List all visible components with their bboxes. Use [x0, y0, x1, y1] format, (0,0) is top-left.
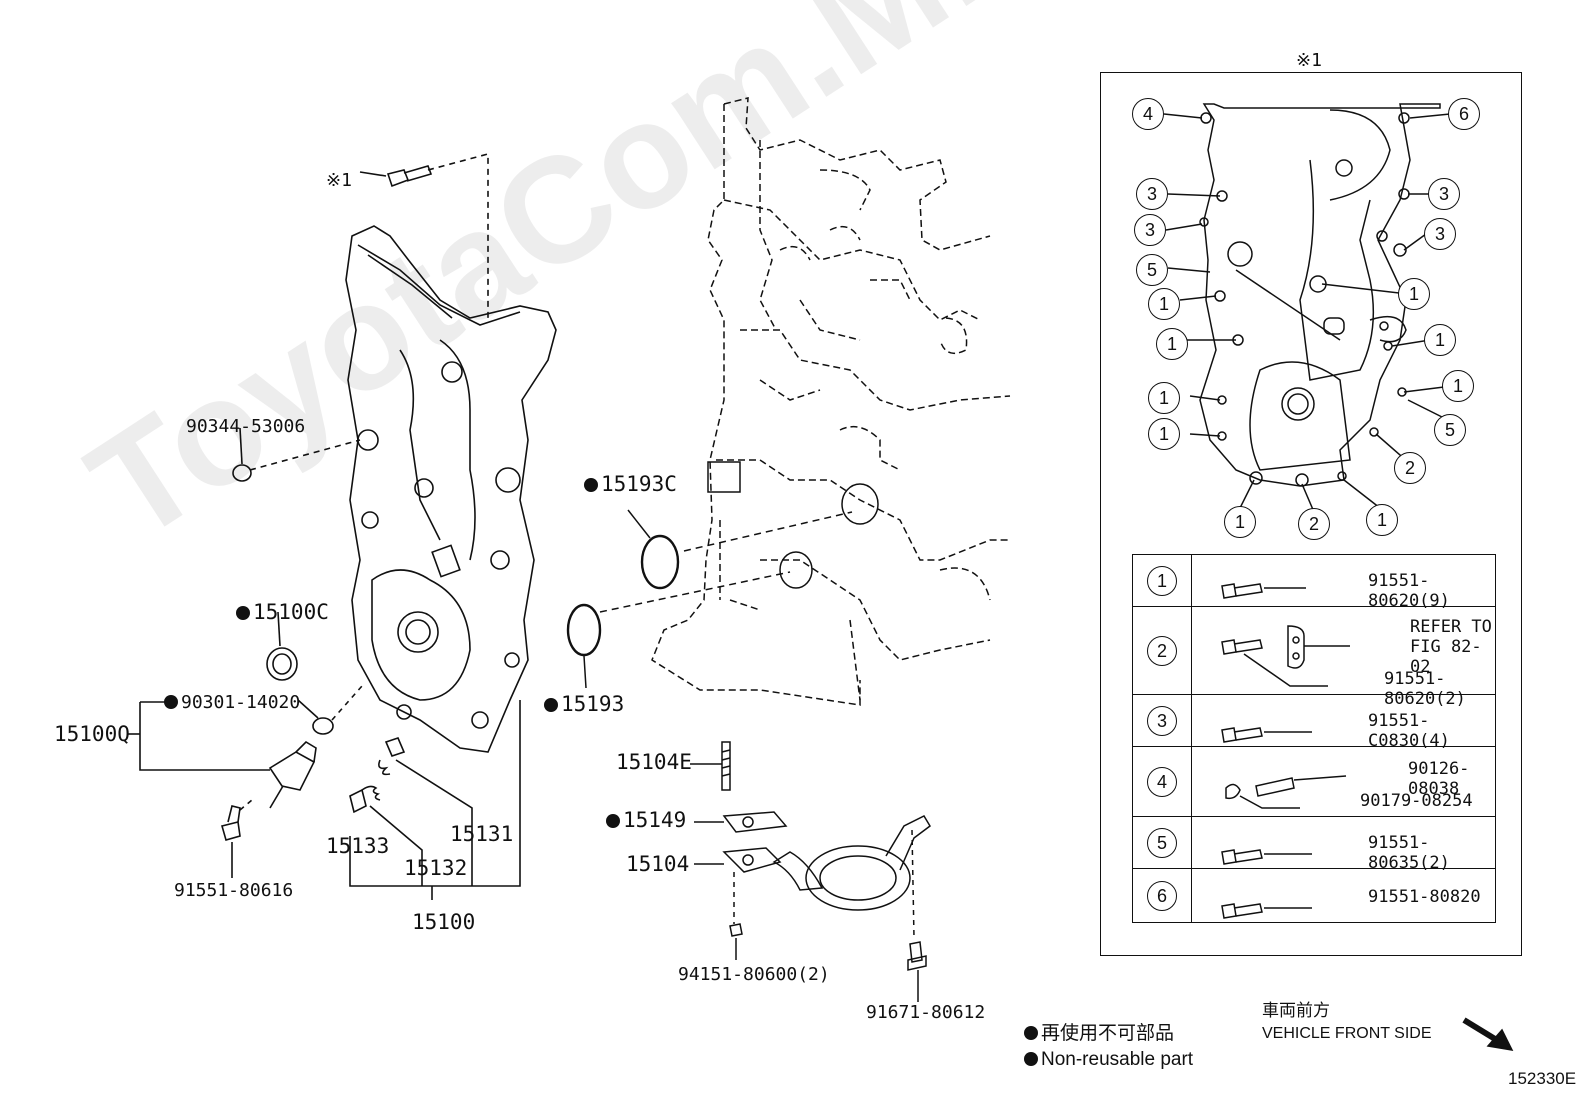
fastener-key-table: 1 91551-80620(9) 2 REFER TO FIG 82-02 91… [1132, 554, 1496, 923]
key-number: 3 [1147, 705, 1177, 736]
inset-callout: 1 [1442, 370, 1474, 402]
inset-callout: 1 [1156, 328, 1188, 360]
legend-jp: 再使用不可部品 [1024, 1024, 1174, 1043]
inset-callout: 6 [1448, 98, 1480, 130]
key-part: 91551-80820 [1368, 887, 1481, 907]
non-reusable-dot [164, 695, 178, 709]
non-reusable-dot [236, 606, 250, 620]
timing-cover-outline [345, 225, 557, 753]
non-reusable-dot [606, 814, 620, 828]
non-reusable-dot [1024, 1052, 1038, 1066]
label-91671-80612: 91671-80612 [866, 1002, 986, 1023]
inset-title: ※1 [1296, 50, 1322, 71]
key-number: 5 [1147, 827, 1177, 858]
inset-callout: 1 [1366, 504, 1398, 536]
inset-callout: 1 [1398, 278, 1430, 310]
label-15133: 15133 [326, 834, 390, 858]
inset-callout: 1 [1148, 418, 1180, 450]
label-15149-text: 15149 [623, 808, 687, 832]
key-part: 91551-C0830(4) [1368, 711, 1450, 751]
label-15100: 15100 [412, 910, 476, 934]
label-15104E: 15104E [616, 750, 692, 774]
key-number: 2 [1147, 635, 1177, 666]
key-part: 90179-08254 [1360, 791, 1473, 811]
table-row: 2 REFER TO FIG 82-02 91551-80620(2) [1132, 606, 1496, 709]
label-15131: 15131 [450, 822, 514, 846]
label-15132: 15132 [404, 856, 468, 880]
label-15104: 15104 [626, 852, 690, 876]
label-91551-80616: 91551-80616 [174, 880, 294, 901]
non-reusable-dot [584, 478, 598, 492]
label-15193C: 15193C [584, 474, 677, 495]
key-part: 91551-80635(2) [1368, 833, 1450, 873]
label-15193C-text: 15193C [601, 472, 677, 496]
key-part: FIG 82-02 [1410, 637, 1482, 677]
key-number: 6 [1147, 880, 1177, 911]
direction-jp: 車両前方 [1262, 1001, 1330, 1020]
label-15100Q: 15100Q [54, 722, 130, 746]
inset-cover-outline [1199, 103, 1441, 487]
inset-callout: 1 [1224, 506, 1256, 538]
key-part: REFER TO [1410, 617, 1492, 637]
inset-callout: 1 [1148, 288, 1180, 320]
key-number: 4 [1147, 766, 1177, 797]
legend-jp-text: 再使用不可部品 [1041, 1023, 1175, 1044]
label-94151-80600: 94151-80600(2) [678, 964, 830, 985]
inset-callout: 3 [1428, 178, 1460, 210]
key-part: 91551-80620(9) [1368, 571, 1450, 611]
inset-callout: 2 [1394, 452, 1426, 484]
key-number: 1 [1147, 565, 1177, 596]
non-reusable-dot [544, 698, 558, 712]
inset-callout: 5 [1136, 254, 1168, 286]
table-row: 1 91551-80620(9) [1132, 554, 1496, 611]
label-15100C-text: 15100C [253, 600, 329, 624]
legend-en-text: Non-reusable part [1041, 1049, 1194, 1070]
inset-callout: 1 [1148, 382, 1180, 414]
direction-en: VEHICLE FRONT SIDE [1262, 1025, 1432, 1042]
inset-callout: 3 [1136, 178, 1168, 210]
inset-callout: 2 [1298, 508, 1330, 540]
table-row: 4 90126-08038 90179-08254 [1132, 746, 1496, 817]
figure-id: 152330E [1508, 1069, 1577, 1088]
label-15193-text: 15193 [561, 692, 625, 716]
inset-callout: 3 [1134, 214, 1166, 246]
label-15193: 15193 [544, 694, 624, 715]
inset-callout: 5 [1434, 414, 1466, 446]
label-90344-53006: 90344-53006 [186, 416, 306, 437]
label-15100C: 15100C [236, 602, 329, 623]
label-90301-text: 90301-14020 [181, 692, 301, 713]
inset-box [1100, 72, 1522, 956]
legend-en: Non-reusable part [1024, 1050, 1193, 1069]
key-part: 90126-08038 [1408, 759, 1470, 799]
non-reusable-dot [1024, 1026, 1038, 1040]
label-90301-14020: 90301-14020 [164, 694, 300, 712]
inset-callout: 4 [1132, 98, 1164, 130]
inset-callout: 1 [1424, 324, 1456, 356]
inset-callout: 3 [1424, 218, 1456, 250]
table-row: 3 91551-C0830(4) [1132, 694, 1496, 751]
label-bolt-ref: ※1 [326, 170, 352, 191]
table-row: 5 91551-80635(2) [1132, 816, 1496, 873]
label-15149: 15149 [606, 810, 686, 831]
table-row: 6 91551-80820 [1132, 868, 1496, 923]
